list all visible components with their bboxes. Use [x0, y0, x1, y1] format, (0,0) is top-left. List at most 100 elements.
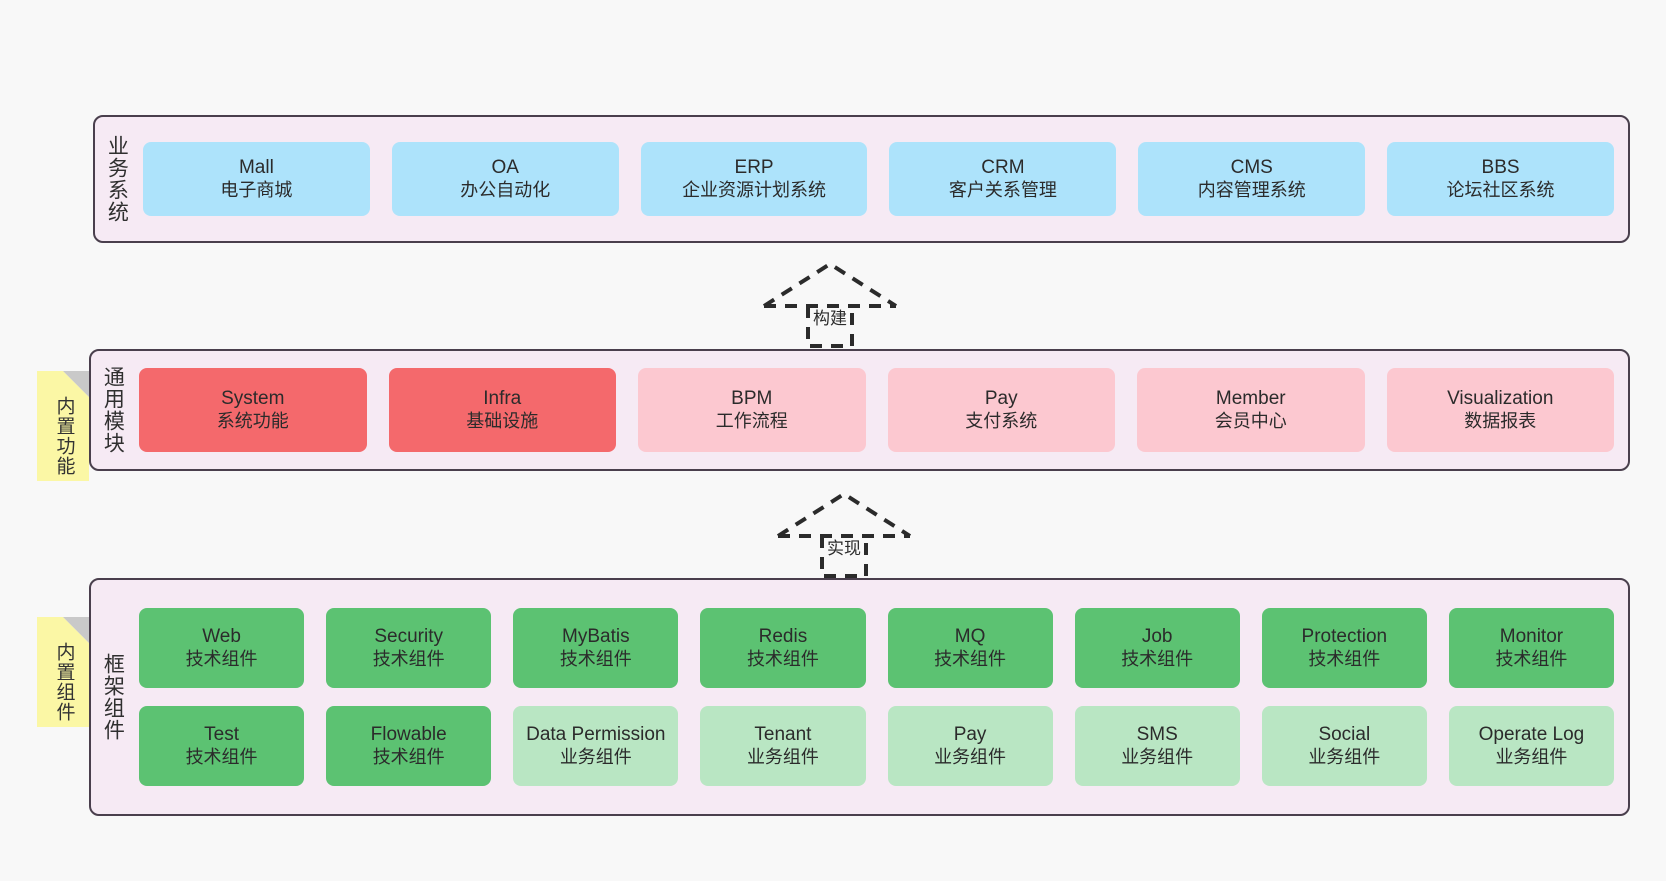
node-title: Flowable	[370, 724, 447, 746]
note-fold-corner-icon	[63, 371, 89, 397]
node-title: MyBatis	[562, 626, 630, 648]
node-subtitle: 电子商城	[220, 179, 293, 200]
node-oa[interactable]: OA 办公自动化	[391, 142, 619, 216]
node-subtitle: 技术组件	[746, 648, 819, 669]
node-mq[interactable]: MQ 技术组件	[887, 608, 1053, 688]
node-cms[interactable]: CMS 内容管理系统	[1138, 142, 1366, 216]
layer-common-modules: 通用模块 System 系统功能 Infra 基础设施 BPM 工作流程 Pay…	[89, 349, 1630, 471]
node-subtitle: 工作流程	[715, 410, 788, 431]
node-subtitle: 企业资源计划系统	[682, 179, 827, 200]
connector-realize: 实现	[770, 488, 918, 578]
node-title: Operate Log	[1478, 724, 1585, 746]
node-subtitle: 业务组件	[934, 746, 1007, 767]
layer-common-modules-label: 通用模块	[101, 366, 125, 454]
node-subtitle: 会员中心	[1214, 410, 1287, 431]
node-visualization[interactable]: Visualization 数据报表	[1386, 368, 1614, 452]
node-title: Redis	[758, 626, 808, 648]
node-crm[interactable]: CRM 客户关系管理	[889, 142, 1117, 216]
node-pay-module[interactable]: Pay 支付系统	[887, 368, 1115, 452]
node-flowable[interactable]: Flowable 技术组件	[326, 706, 492, 786]
node-subtitle: 技术组件	[185, 746, 258, 767]
node-monitor[interactable]: Monitor 技术组件	[1448, 608, 1614, 688]
node-member[interactable]: Member 会员中心	[1137, 368, 1365, 452]
node-mall[interactable]: Mall 电子商城	[143, 142, 370, 216]
node-title: Security	[374, 626, 443, 648]
node-subtitle: 技术组件	[1495, 648, 1568, 669]
node-subtitle: 数据报表	[1464, 410, 1537, 431]
node-subtitle: 论坛社区系统	[1446, 179, 1555, 200]
node-title: OA	[491, 157, 519, 179]
node-title: System	[221, 388, 285, 410]
node-subtitle: 业务组件	[1495, 746, 1568, 767]
node-title: Data Permission	[526, 724, 666, 746]
node-subtitle: 业务组件	[1308, 746, 1381, 767]
layer-business-systems-label: 业务系统	[105, 135, 129, 223]
node-redis[interactable]: Redis 技术组件	[700, 608, 866, 688]
connector-build-label: 构建	[813, 309, 847, 328]
node-sms[interactable]: SMS 业务组件	[1074, 706, 1240, 786]
node-title: Tenant	[754, 724, 812, 746]
note-built-in-components: 内置组件	[37, 617, 89, 727]
node-title: Member	[1215, 388, 1286, 410]
node-subtitle: 业务组件	[559, 746, 632, 767]
node-security[interactable]: Security 技术组件	[326, 608, 492, 688]
node-bpm[interactable]: BPM 工作流程	[638, 368, 866, 452]
node-title: BPM	[731, 388, 773, 410]
node-title: Protection	[1301, 626, 1388, 648]
node-mybatis[interactable]: MyBatis 技术组件	[513, 608, 679, 688]
note-fold-corner-icon	[63, 617, 89, 643]
node-bbs[interactable]: BBS 论坛社区系统	[1387, 142, 1614, 216]
node-test[interactable]: Test 技术组件	[139, 706, 305, 786]
node-title: MQ	[954, 626, 986, 648]
row: Mall 电子商城 OA 办公自动化 ERP 企业资源计划系统 CRM 客户关系…	[143, 142, 1614, 216]
node-erp[interactable]: ERP 企业资源计划系统	[640, 142, 868, 216]
layer-framework-components-label: 框架组件	[101, 653, 125, 741]
node-title: Infra	[483, 388, 522, 410]
connector-realize-label: 实现	[827, 539, 861, 558]
node-subtitle: 业务组件	[746, 746, 819, 767]
row: Test 技术组件 Flowable 技术组件 Data Permission …	[139, 706, 1614, 786]
node-subtitle: 客户关系管理	[948, 179, 1057, 200]
node-subtitle: 技术组件	[185, 648, 258, 669]
node-title: Job	[1141, 626, 1173, 648]
node-title: SMS	[1136, 724, 1178, 746]
node-title: Pay	[953, 724, 987, 746]
node-subtitle: 业务组件	[1121, 746, 1194, 767]
node-subtitle: 技术组件	[1121, 648, 1194, 669]
node-title: Visualization	[1447, 388, 1554, 410]
node-title: CMS	[1230, 157, 1273, 179]
node-web[interactable]: Web 技术组件	[139, 608, 305, 688]
node-subtitle: 技术组件	[559, 648, 632, 669]
note-built-in-features-label: 内置功能	[53, 396, 75, 476]
node-subtitle: 系统功能	[216, 410, 289, 431]
connector-build: 构建	[756, 258, 904, 348]
node-title: Mall	[238, 157, 274, 179]
layer-business-systems-body: Mall 电子商城 OA 办公自动化 ERP 企业资源计划系统 CRM 客户关系…	[137, 117, 1628, 241]
node-infra[interactable]: Infra 基础设施	[388, 368, 616, 452]
node-system[interactable]: System 系统功能	[139, 368, 367, 452]
row: System 系统功能 Infra 基础设施 BPM 工作流程 Pay 支付系统…	[139, 368, 1614, 452]
node-title: Web	[202, 626, 241, 648]
node-operate-log[interactable]: Operate Log 业务组件	[1448, 706, 1614, 786]
layer-business-systems: 业务系统 Mall 电子商城 OA 办公自动化 ERP 企业资源计划系统 CRM…	[93, 115, 1630, 243]
node-title: CRM	[981, 157, 1025, 179]
node-tenant[interactable]: Tenant 业务组件	[700, 706, 866, 786]
node-social[interactable]: Social 业务组件	[1261, 706, 1427, 786]
row: Web 技术组件 Security 技术组件 MyBatis 技术组件 Redi…	[139, 608, 1614, 688]
node-protection[interactable]: Protection 技术组件	[1261, 608, 1427, 688]
node-job[interactable]: Job 技术组件	[1074, 608, 1240, 688]
layer-framework-components: 框架组件 Web 技术组件 Security 技术组件 MyBatis 技术组件…	[89, 578, 1630, 816]
node-title: Monitor	[1499, 626, 1564, 648]
layer-common-modules-body: System 系统功能 Infra 基础设施 BPM 工作流程 Pay 支付系统…	[133, 351, 1628, 469]
node-subtitle: 办公自动化	[460, 179, 551, 200]
node-subtitle: 技术组件	[372, 746, 445, 767]
node-subtitle: 技术组件	[934, 648, 1007, 669]
node-subtitle: 技术组件	[372, 648, 445, 669]
note-built-in-features: 内置功能	[37, 371, 89, 481]
node-pay-component[interactable]: Pay 业务组件	[887, 706, 1053, 786]
note-built-in-components-label: 内置组件	[53, 642, 75, 722]
node-subtitle: 支付系统	[965, 410, 1038, 431]
node-subtitle: 技术组件	[1308, 648, 1381, 669]
node-data-permission[interactable]: Data Permission 业务组件	[513, 706, 679, 786]
